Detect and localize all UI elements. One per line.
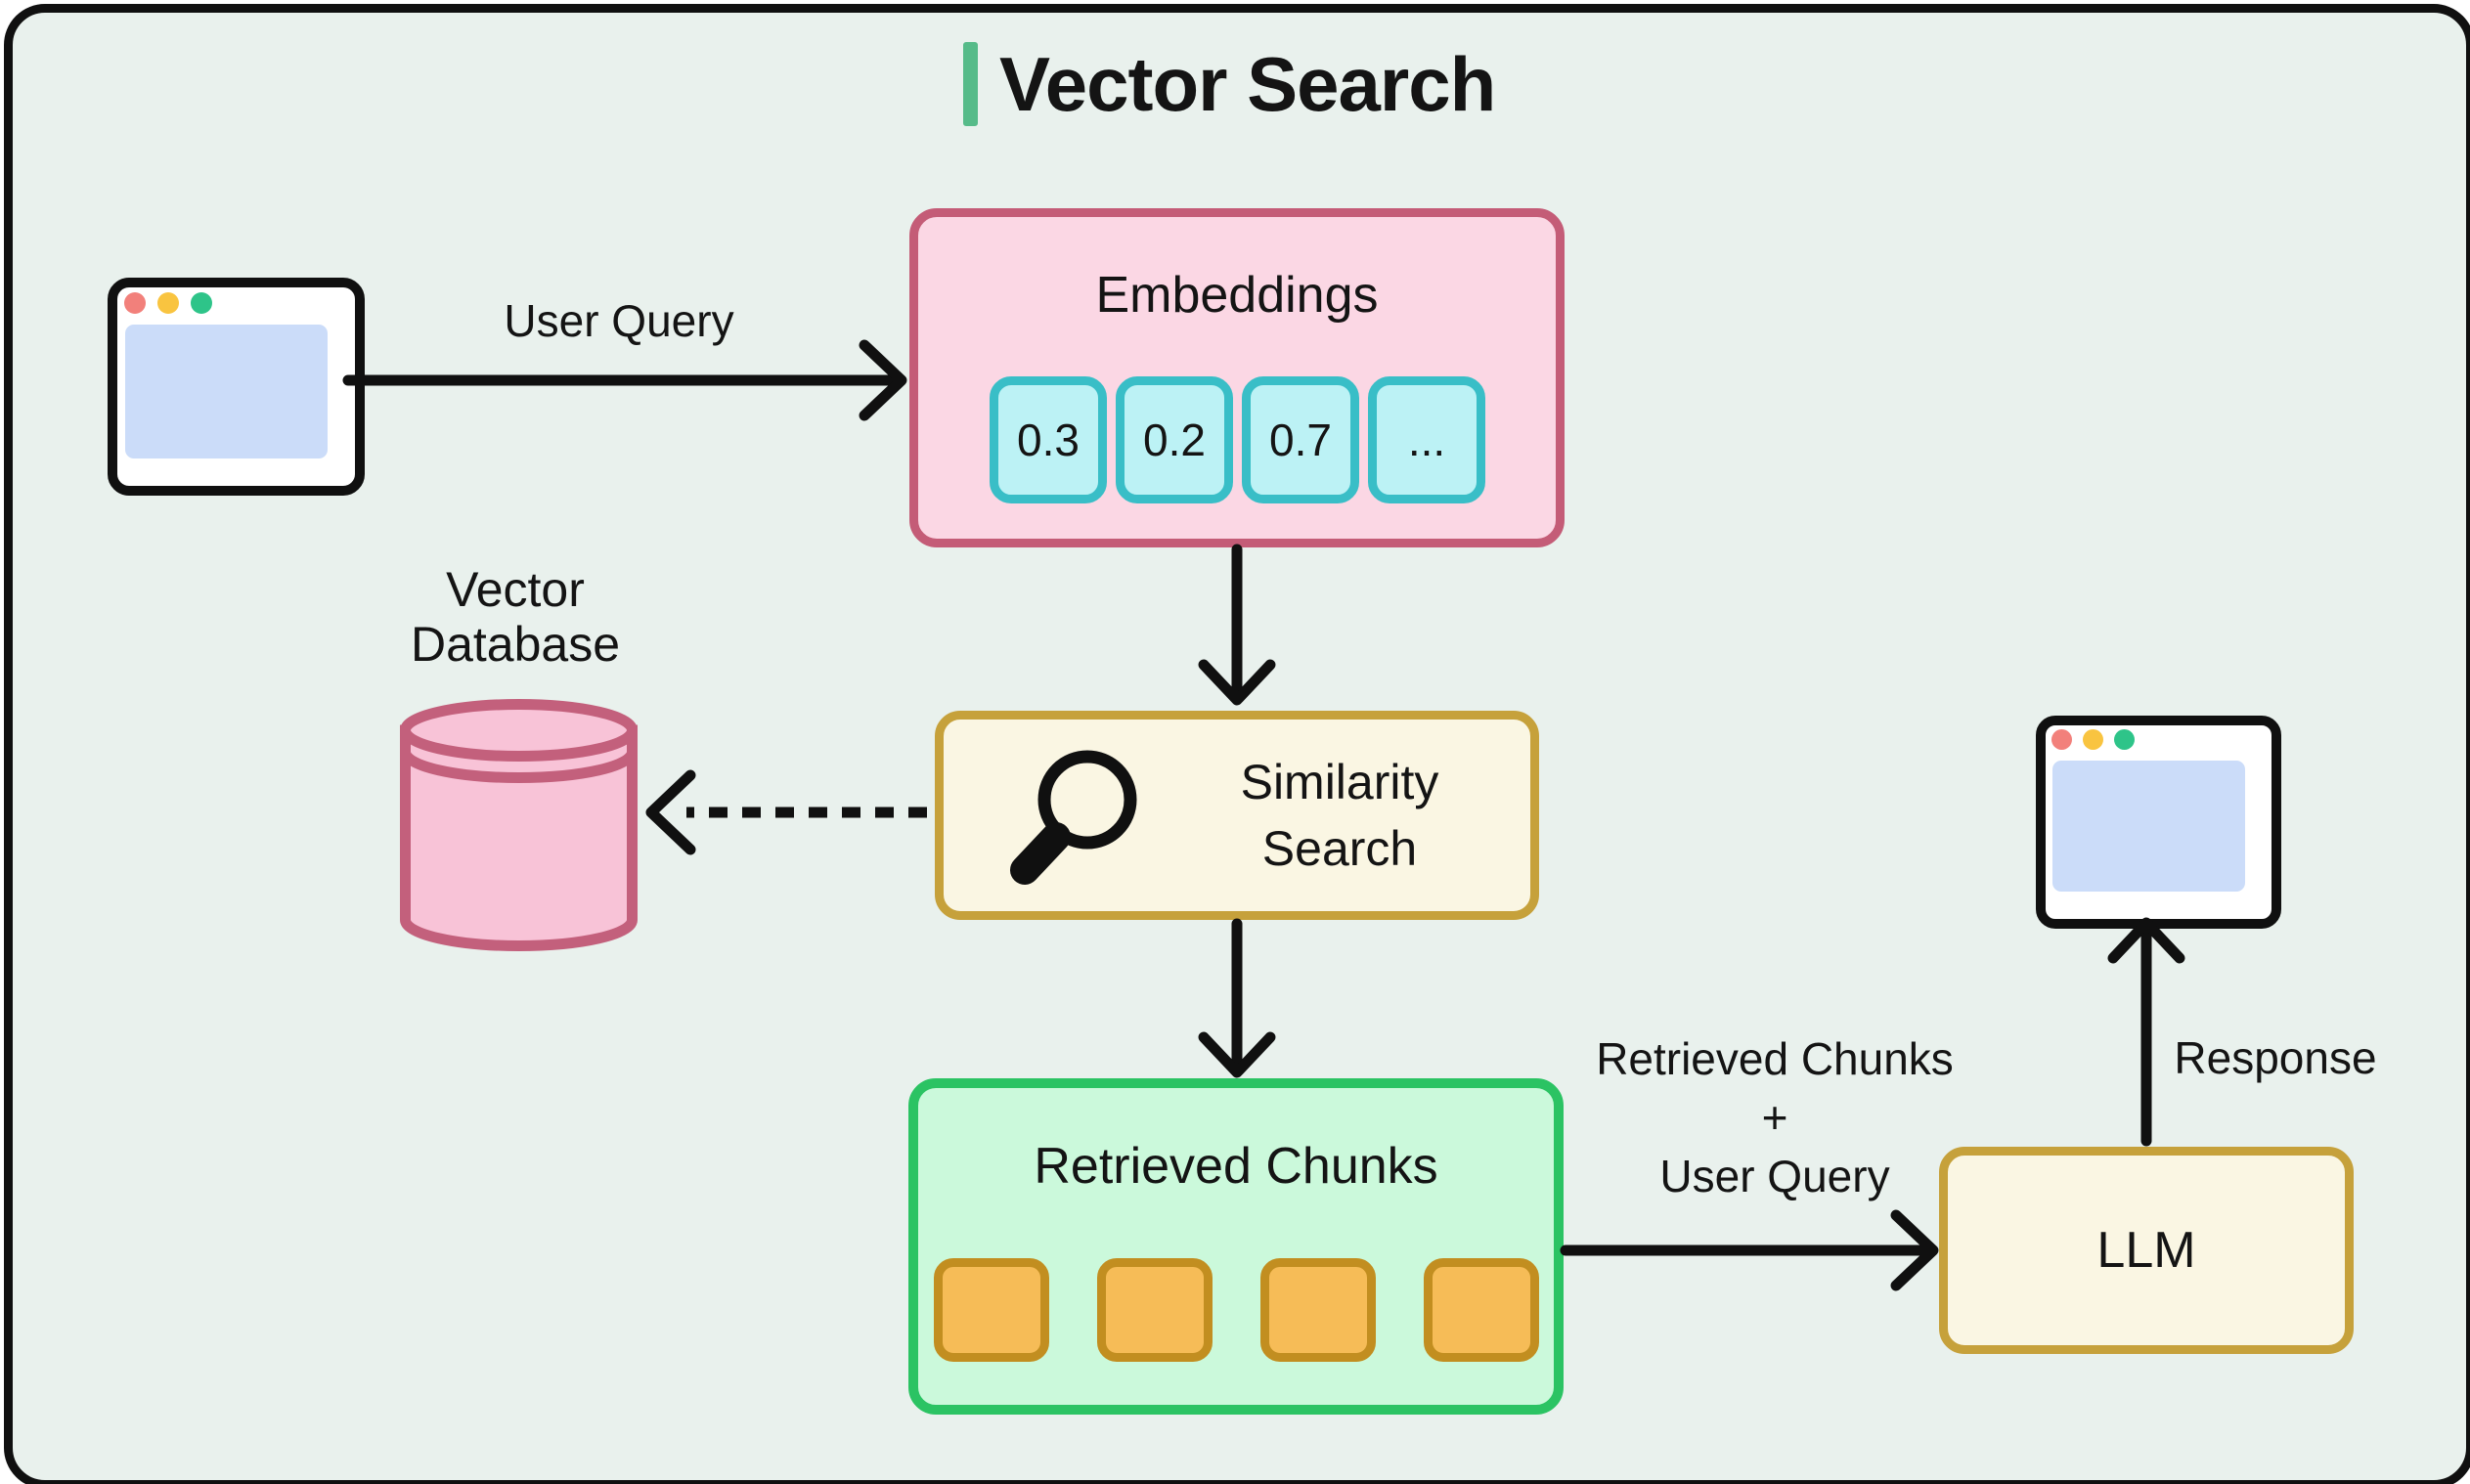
response-edge-label: Response [2174,1032,2377,1083]
chunk-square [934,1258,1049,1362]
retrieved-plus-query-edge-label: Retrieved Chunks + User Query [1579,1029,1970,1205]
retrieved-plus-query-line2: + [1761,1092,1788,1143]
llm-node: LLM [1939,1147,2354,1354]
similarity-search-title: Similarity Search [1144,711,1535,920]
window-dot-green-icon [191,292,212,314]
similarity-search-title-line1: Similarity [1240,755,1439,809]
retrieved-chunks-node [908,1078,1564,1415]
retrieved-plus-query-line3: User Query [1659,1151,1890,1201]
window-dot-green-icon [2114,729,2135,750]
window-dot-yellow-icon [2083,729,2103,750]
chunk-square [1097,1258,1213,1362]
chunk-square [1260,1258,1376,1362]
embedding-value-chip: 0.2 [1116,376,1233,503]
embedding-value-chip: 0.3 [990,376,1107,503]
window-content-pane [2052,761,2245,892]
diagram-title: Vector Search [963,41,1496,127]
title-text: Vector Search [999,41,1496,127]
embedding-value-chip: 0.7 [1242,376,1359,503]
retrieved-plus-query-line1: Retrieved Chunks [1596,1033,1954,1084]
llm-title: LLM [2096,1222,2196,1279]
vector-database-label: Vector Database [369,562,662,672]
output-browser-window-icon [2036,716,2281,929]
window-dot-yellow-icon [157,292,179,314]
similarity-search-node [935,711,1539,920]
title-accent-bar [963,42,978,126]
vector-database-label-line1: Vector [446,562,585,617]
window-content-pane [125,325,328,458]
chunk-square [1424,1258,1539,1362]
retrieved-chunks-title: Retrieved Chunks [1034,1138,1438,1195]
user-query-edge-label: User Query [504,295,734,346]
similarity-search-title-line2: Search [1261,821,1418,876]
window-dot-red-icon [124,292,146,314]
window-dot-red-icon [2051,729,2072,750]
user-browser-window-icon [108,278,365,496]
vector-database-label-line2: Database [410,617,621,672]
embedding-value-chip: ... [1368,376,1485,503]
embeddings-title: Embeddings [1095,267,1379,324]
